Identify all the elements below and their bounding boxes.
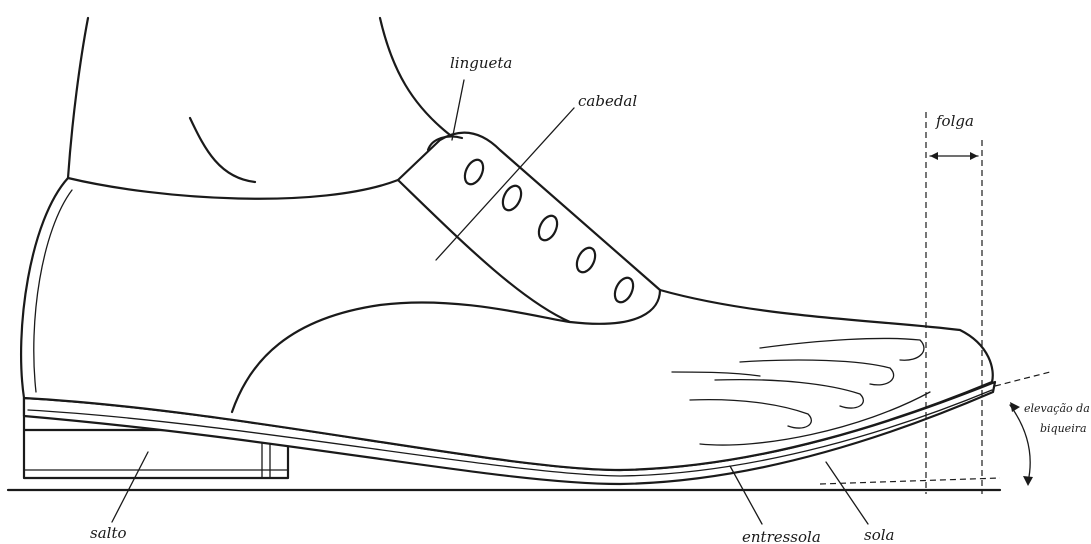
label-cabedal: cabedal xyxy=(578,92,637,110)
label-sola: sola xyxy=(864,526,894,544)
ankle-crease xyxy=(190,118,255,182)
leader-lingueta xyxy=(452,80,464,140)
toe-spring-line-bottom xyxy=(820,478,1000,484)
toe-spring-line-top xyxy=(995,372,1050,386)
label-entressola: entressola xyxy=(742,528,821,544)
label-elevacao-line2: biqueira xyxy=(1040,422,1087,435)
toe-spring-arrow-icon xyxy=(1023,476,1033,486)
label-folga: folga xyxy=(935,112,974,130)
leader-entressola xyxy=(730,466,762,524)
label-lingueta: lingueta xyxy=(450,54,512,72)
toe-spring-arrow-top-icon xyxy=(1010,402,1020,412)
leg-back-line xyxy=(68,18,88,178)
leader-sola xyxy=(826,462,868,524)
toe-spring-arc xyxy=(1010,405,1030,482)
folga-arrow-left-icon xyxy=(930,152,938,160)
leg-front-line xyxy=(380,18,450,135)
label-elevacao-line1: elevação da xyxy=(1024,402,1090,415)
label-salto: salto xyxy=(90,524,127,542)
folga-arrow-right-icon xyxy=(970,152,978,160)
